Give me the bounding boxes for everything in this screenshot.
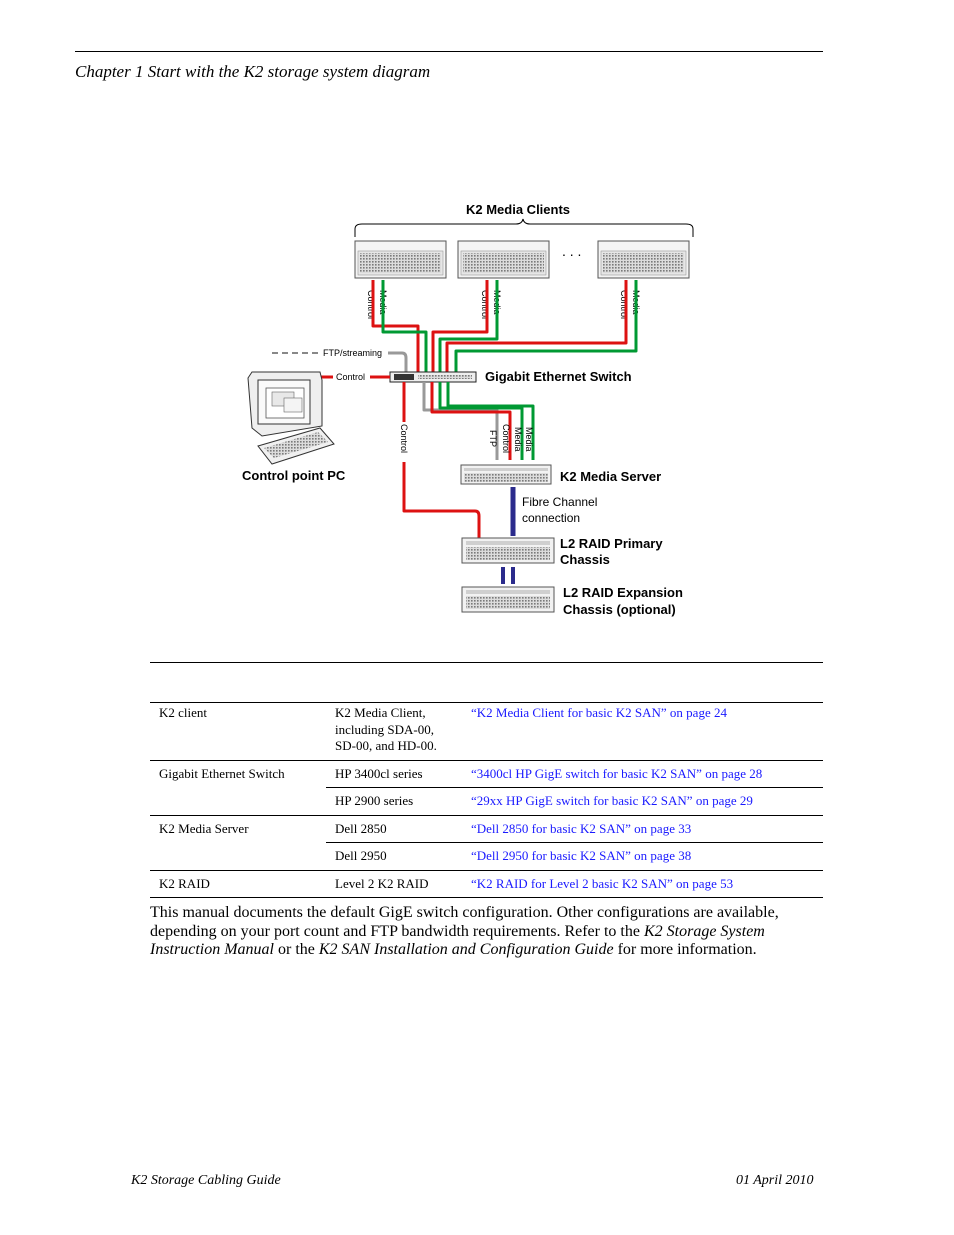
client3-control-label: Control [619,290,629,319]
component-cell: K2 client [159,705,208,720]
table-row: K2 Media Server Dell 2850 “Dell 2850 for… [150,814,823,843]
switch-media1-to-server [438,382,524,460]
switch-label: Gigabit Ethernet Switch [485,369,632,384]
diagram-bottom-rule [150,662,823,663]
raid-primary-line-1: L2 RAID Primary [560,536,663,551]
model-cell: Level 2 K2 RAID [326,869,462,898]
client2-media-cable [438,280,499,372]
model-cell: HP 3400cl series [326,759,462,788]
component-table: K2 client K2 Media Client, including SDA… [150,700,823,898]
k2-media-client-3 [597,240,690,279]
pc-control-label: Control [336,372,365,382]
page-link[interactable]: “29xx HP GigE switch for basic K2 SAN” o… [462,787,823,815]
switch-control-to-server [430,382,512,460]
body-text-2: or the [274,941,319,958]
k2-media-client-1 [354,240,447,279]
table-top-rule [150,702,823,703]
table-row: HP 2900 series “29xx HP GigE switch for … [150,787,823,816]
server-label: K2 Media Server [560,469,661,484]
page-link[interactable]: “K2 RAID for Level 2 basic K2 SAN” on pa… [462,869,823,898]
raid-expansion-chassis [461,586,555,613]
component-cell: K2 RAID [150,869,326,898]
page-link[interactable]: “3400cl HP GigE switch for basic K2 SAN”… [462,759,823,788]
component-cell: Gigabit Ethernet Switch [150,759,326,788]
header-rule [75,51,823,52]
client1-control-label: Control [366,290,376,319]
switch-control-to-raid [402,382,481,538]
page-link[interactable]: “Dell 2850 for basic K2 SAN” on page 33 [462,814,823,843]
client1-control-cable [371,280,420,372]
gigabit-ethernet-switch [389,371,477,383]
clients-label: K2 Media Clients [466,202,570,217]
component-cell [150,788,326,816]
k2-media-server [460,464,552,485]
k2-media-client-2 [457,240,550,279]
component-cell [150,843,326,871]
clients-ellipsis: . . . [562,243,581,259]
ftp-streaming-cable [388,351,408,372]
fibre-line-2: connection [522,511,580,525]
server-control-label: Control [501,424,511,453]
table-row: Dell 2950 “Dell 2950 for basic K2 SAN” o… [150,842,823,871]
client2-control-cable [431,280,489,372]
body-text-3: for more information. [613,941,757,958]
footer-date: 01 April 2010 [736,1173,814,1188]
table-row: K2 RAID Level 2 K2 RAID “K2 RAID for Lev… [150,869,823,898]
body-em-2: K2 SAN Installation and Configuration Gu… [318,941,614,958]
table-row: Gigabit Ethernet Switch HP 3400cl series… [150,759,823,788]
server-media1-label: Media [513,427,523,452]
clients-brace [354,218,694,237]
raid-expansion-line-1: L2 RAID Expansion [563,585,683,600]
fibre-line-1: Fibre Channel [522,495,597,509]
raid-primary-line-2: Chassis [560,552,610,567]
client3-media-cable [454,280,638,372]
server-ftp-label: FTP [488,430,498,447]
switch-media2-to-server [446,382,535,460]
model-cell: Dell 2850 [326,814,462,843]
client3-control-cable [445,280,628,372]
model-cell: HP 2900 series [326,787,462,815]
raid-control-label: Control [399,424,409,453]
footer-doc-title: K2 Storage Cabling Guide [131,1173,281,1188]
body-paragraph: This manual documents the default GigE s… [150,904,830,960]
page-link[interactable]: “Dell 2950 for basic K2 SAN” on page 38 [462,842,823,870]
client1-media-cable [381,280,428,372]
control-point-pc [247,371,335,465]
body-em-1: K2 Storage System Instruction Manual [150,922,765,959]
component-cell: K2 Media Server [150,814,326,843]
raid-primary-chassis [461,537,555,564]
body-text-1: This manual documents the default GigE s… [150,904,779,940]
k2-storage-diagram: K2 Media Clients . . . Media Control Med… [242,202,694,617]
control-point-label: Control point PC [242,468,346,483]
page-link[interactable]: “K2 Media Client for basic K2 SAN” on pa… [471,705,727,720]
table-row: K2 client K2 Media Client, including SDA… [150,700,823,760]
switch-ftp-cable [422,382,499,460]
chapter-title: Chapter 1 Start with the K2 storage syst… [75,62,431,81]
model-cell: Dell 2950 [326,842,462,870]
ftp-streaming-label: FTP/streaming [323,348,382,358]
model-cell: K2 Media Client, including SDA-00, SD-00… [335,705,437,753]
raid-expansion-line-2: Chassis (optional) [563,602,676,617]
server-media2-label: Media [524,427,534,452]
client2-control-label: Control [480,290,490,319]
